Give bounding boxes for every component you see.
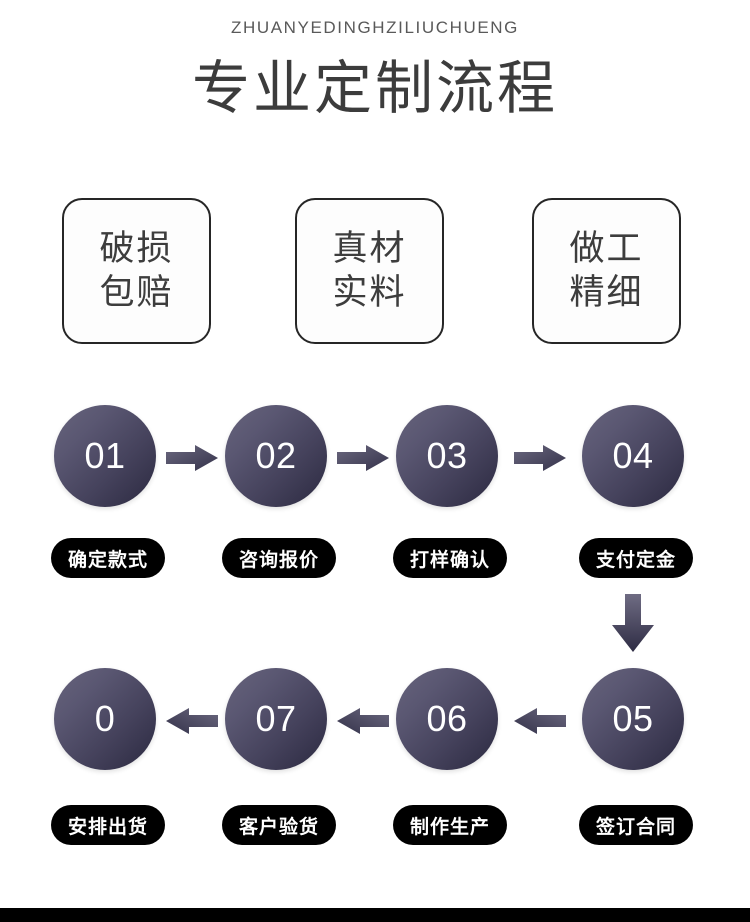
header-pinyin-subtitle: ZHUANYEDINGHZILIUCHUENG bbox=[230, 18, 520, 37]
feature-line-2: 精细 bbox=[569, 273, 644, 312]
step-circle[interactable]: 03 bbox=[396, 405, 498, 507]
step-label-row-bottom: 安排出货 客户验货 制作生产 签订合同 bbox=[0, 805, 750, 845]
feature-box: 做工 精细 bbox=[532, 198, 681, 344]
feature-line-2: 包赔 bbox=[99, 273, 174, 312]
step-circle[interactable]: 05 bbox=[582, 668, 684, 770]
step-label-badge[interactable]: 制作生产 bbox=[393, 805, 508, 845]
flow-row-bottom: 0 07 06 bbox=[0, 668, 750, 778]
step-number: 01 bbox=[84, 435, 126, 476]
feature-line-1: 做工 bbox=[569, 229, 644, 268]
bottom-divider-bar bbox=[0, 908, 750, 922]
step-label-badge[interactable]: 咨询报价 bbox=[222, 538, 337, 578]
step-label-badge[interactable]: 安排出货 bbox=[51, 805, 166, 845]
step-number: 02 bbox=[255, 435, 297, 476]
arrow-left-icon bbox=[166, 708, 218, 734]
page-title: 专业定制流程 bbox=[191, 56, 558, 121]
feature-box: 破损 包赔 bbox=[62, 198, 211, 344]
feature-box-group: 破损 包赔 真材 实料 做工 精细 bbox=[0, 198, 750, 346]
arrow-down-icon bbox=[612, 594, 654, 652]
step-number: 0 bbox=[94, 698, 116, 739]
feature-line-2: 实料 bbox=[332, 273, 407, 312]
step-number: 03 bbox=[426, 435, 468, 476]
flow-row-top: 01 02 03 bbox=[0, 405, 750, 515]
step-label-badge[interactable]: 确定款式 bbox=[51, 538, 166, 578]
page-header: ZHUANYEDINGHZILIUCHUENG 专业定制流程 bbox=[0, 0, 750, 122]
step-number: 04 bbox=[612, 435, 654, 476]
arrow-right-icon bbox=[166, 445, 218, 471]
feature-line-1: 真材 bbox=[332, 229, 407, 268]
step-label-badge[interactable]: 打样确认 bbox=[393, 538, 508, 578]
step-number: 05 bbox=[612, 698, 654, 739]
step-circle[interactable]: 07 bbox=[225, 668, 327, 770]
step-circle[interactable]: 02 bbox=[225, 405, 327, 507]
step-label-badge[interactable]: 支付定金 bbox=[579, 538, 694, 578]
feature-box: 真材 实料 bbox=[295, 198, 444, 344]
step-circle[interactable]: 04 bbox=[582, 405, 684, 507]
step-circle[interactable]: 0 bbox=[54, 668, 156, 770]
arrow-right-icon bbox=[337, 445, 389, 471]
feature-line-1: 破损 bbox=[99, 229, 174, 268]
step-circle[interactable]: 06 bbox=[396, 668, 498, 770]
step-label-badge[interactable]: 签订合同 bbox=[579, 805, 694, 845]
arrow-left-icon bbox=[514, 708, 566, 734]
step-label-badge[interactable]: 客户验货 bbox=[222, 805, 337, 845]
step-number: 07 bbox=[255, 698, 297, 739]
step-label-row-top: 确定款式 咨询报价 打样确认 支付定金 bbox=[0, 538, 750, 578]
step-circle[interactable]: 01 bbox=[54, 405, 156, 507]
arrow-right-icon bbox=[514, 445, 566, 471]
step-number: 06 bbox=[426, 698, 468, 739]
arrow-left-icon bbox=[337, 708, 389, 734]
